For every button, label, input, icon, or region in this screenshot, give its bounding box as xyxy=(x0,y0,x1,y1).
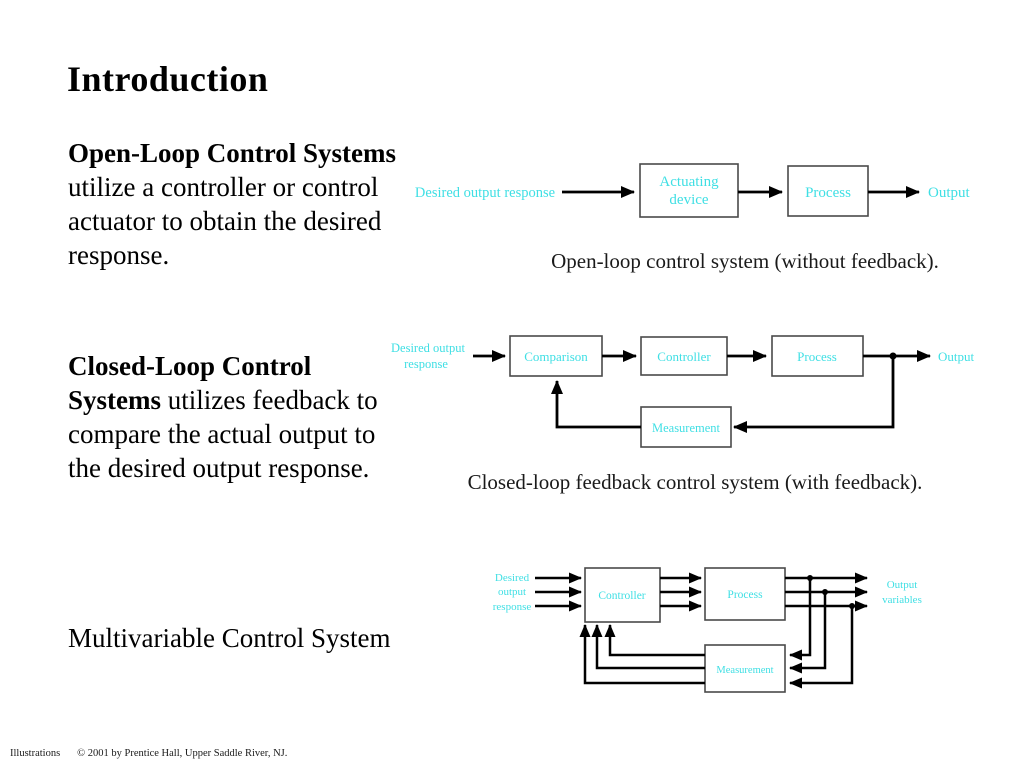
closed-loop-paragraph: Closed-Loop Control Systems utilizes fee… xyxy=(68,349,378,485)
block-label: Measurement xyxy=(652,421,721,435)
footer-label: Illustrations xyxy=(10,748,61,759)
input-label: output xyxy=(498,586,526,598)
text-line: response. xyxy=(68,240,170,270)
process-block xyxy=(771,335,864,377)
input-label: Desired output xyxy=(391,341,465,355)
input-label: Desired xyxy=(495,572,530,584)
multivariable-diagram: Desired output response Controller Proce… xyxy=(493,567,922,693)
actuating-device-block xyxy=(639,163,739,218)
closed-loop-lead: Closed-Loop Control xyxy=(68,351,312,381)
input-label: response xyxy=(404,357,448,371)
closed-loop-diagram: Desired output response Comparison Contr… xyxy=(391,335,975,448)
block-label: Controller xyxy=(598,590,645,602)
output-label: Output xyxy=(938,349,975,364)
input-label: Desired output response xyxy=(415,185,555,201)
open-loop-caption: Open-loop control system (without feedba… xyxy=(551,249,939,273)
open-loop-lead: Open-Loop Control Systems xyxy=(68,138,397,168)
block-label: Process xyxy=(805,185,851,201)
input-label: response xyxy=(493,601,532,613)
process-block xyxy=(704,567,786,621)
text-line: utilize a controller or control xyxy=(68,172,379,202)
footer: Illustrations © 2001 by Prentice Hall, Up… xyxy=(10,748,287,759)
text-line: Open-Loop Control Systems xyxy=(68,136,396,170)
block-label: Measurement xyxy=(716,665,773,676)
closed-loop-caption: Closed-loop feedback control system (wit… xyxy=(467,470,923,494)
comparison-block xyxy=(509,335,603,377)
feedback-line xyxy=(733,356,895,433)
block-label: Controller xyxy=(657,349,711,364)
open-loop-diagram: Desired output response Actuating device… xyxy=(415,163,971,218)
text-line: Systems utilizes feedback to xyxy=(68,385,378,415)
copyright-text: © 2001 by Prentice Hall, Upper Saddle Ri… xyxy=(77,748,288,759)
feedback-line xyxy=(604,624,705,657)
feedback-line xyxy=(789,578,812,661)
controller-block xyxy=(640,336,728,376)
feedback-line xyxy=(591,624,705,670)
text-line: the desired output response. xyxy=(68,453,370,483)
block-label: Process xyxy=(797,349,837,364)
multivariable-heading: Multivariable Control System xyxy=(68,623,391,653)
text-line: actuator to obtain the desired xyxy=(68,206,382,236)
measurement-block xyxy=(704,644,786,693)
block-label: device xyxy=(669,192,708,208)
text-line: Closed-Loop Control xyxy=(68,349,378,383)
feedback-line xyxy=(789,592,827,674)
feedback-line xyxy=(551,380,641,429)
feedback-line xyxy=(789,606,854,689)
output-label: Output xyxy=(887,579,918,591)
text-line: compare the actual output to xyxy=(68,419,376,449)
open-loop-paragraph: Open-Loop Control Systems utilize a cont… xyxy=(68,136,396,272)
feedback-line xyxy=(579,624,705,685)
output-label: variables xyxy=(882,594,922,606)
block-label: Process xyxy=(727,589,763,601)
page-title: Introduction xyxy=(67,59,269,99)
controller-block xyxy=(584,567,661,623)
block-label: Actuating xyxy=(659,174,719,190)
output-label: Output xyxy=(928,185,971,201)
block-label: Comparison xyxy=(524,349,588,364)
